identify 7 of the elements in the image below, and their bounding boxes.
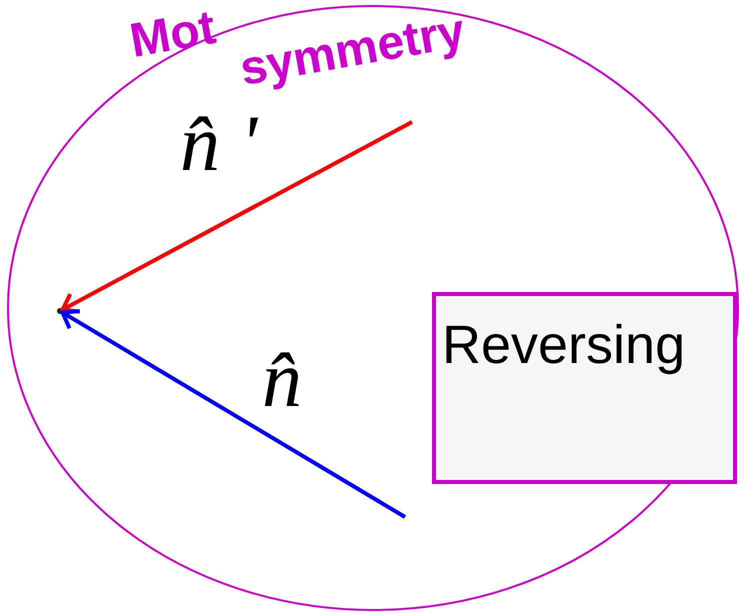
arrow bbox=[60, 120, 413, 314]
edge-label: n̂ ' bbox=[180, 104, 258, 184]
heading-text: Mot bbox=[126, 4, 219, 66]
edge-label: n̂ bbox=[262, 340, 302, 420]
arrow bbox=[60, 309, 406, 519]
arrow-tip-point bbox=[57, 308, 63, 314]
heading-text: symmetry bbox=[236, 7, 468, 94]
